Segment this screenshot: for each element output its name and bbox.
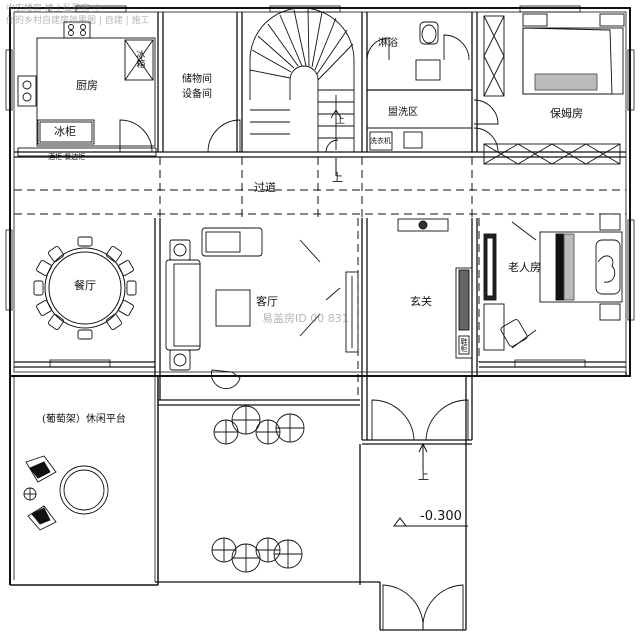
storage-label-1: 储物间	[182, 74, 212, 85]
doors	[119, 34, 499, 631]
living-room-fixtures	[165, 227, 359, 389]
foyer-label: 玄关	[410, 295, 432, 308]
washer-label: 洗衣机	[370, 137, 391, 145]
dining-label: 餐厅	[74, 279, 96, 292]
wash-area-label: 盥洗区	[388, 107, 418, 118]
entrance-up-label: 上	[418, 469, 429, 482]
living-label: 客厅	[256, 295, 278, 308]
bathroom-fixtures	[367, 21, 472, 151]
dashed-beams	[14, 157, 626, 400]
kitchen-label: 厨房	[76, 79, 98, 92]
nanny-room-fixtures	[483, 13, 625, 165]
corridor-label: 过道	[254, 181, 276, 194]
elder-room-label: 老人房	[508, 261, 541, 274]
up-arrows	[335, 158, 428, 470]
windows	[5, 5, 635, 368]
elder-room-fixtures	[483, 213, 623, 351]
kitchen-fixtures	[17, 21, 157, 157]
dining-table	[33, 236, 137, 340]
elevation-label: -0.300	[420, 509, 462, 524]
elevation-marker	[393, 517, 468, 527]
corridor-up-label: 上	[332, 171, 343, 184]
plants	[211, 405, 305, 573]
staircase	[249, 7, 355, 152]
fridge-top-label: 冰箱	[134, 50, 145, 68]
shoe-cabinet-label: 鞋柜	[460, 338, 469, 352]
plant-row-lower	[211, 537, 303, 573]
watermark-top: 中农楼房 楼上私塾房 小 你的乡村自建房效果图 | 自建 | 施工	[6, 4, 150, 26]
outer-walls	[9, 7, 631, 586]
watermark-center: 易盖房ID 00 831	[262, 312, 349, 325]
storage-label-2: 设备间	[182, 89, 212, 100]
sideboard-label: 酒柜 餐边柜	[48, 153, 86, 161]
fridge-cabinet-label: 冰柜	[54, 125, 76, 138]
foyer-fixtures	[397, 218, 473, 359]
terrace-fixtures	[23, 455, 109, 531]
stair-up-label: 上	[336, 116, 346, 126]
terrace-label: (葡萄架）休闲平台	[42, 414, 126, 425]
plant-row-upper	[213, 405, 305, 445]
shower-label: 淋浴	[378, 38, 398, 49]
nanny-room-label: 保姆房	[550, 107, 583, 120]
